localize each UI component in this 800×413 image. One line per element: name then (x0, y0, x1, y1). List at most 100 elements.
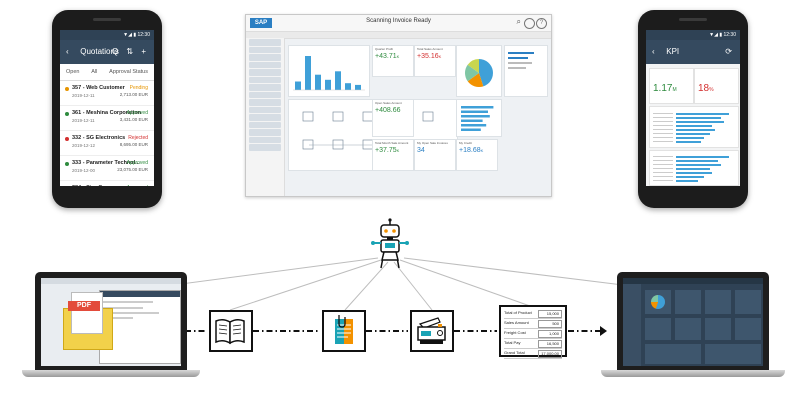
horizontal-bar (676, 176, 704, 178)
header-actions[interactable]: Q ⇅ + (111, 47, 149, 56)
invoice-row: Total of Product 15,000 (504, 310, 562, 319)
avatar[interactable] (524, 18, 535, 29)
phone-speaker (679, 18, 707, 21)
invoice-row-label: Sales Amount (504, 320, 529, 325)
left-laptop-base (22, 370, 200, 377)
sidebar-item[interactable] (249, 121, 281, 128)
bar-label-placeholder (653, 129, 673, 130)
shell-bar: SAP Scanning Invoice Ready ⌕ ? (246, 15, 551, 32)
sidebar-item[interactable] (249, 144, 281, 151)
horizontal-bar (461, 128, 481, 131)
navigation-sidebar (246, 38, 285, 196)
kpi-screen: ▼◢ ▮ 12:30 ‹ KPI ⟳ 1.17M 18% (646, 30, 740, 186)
sidebar-item[interactable] (249, 84, 281, 91)
laptop-shell-bar (623, 278, 763, 284)
kpi-tile-left[interactable]: 1.17M (649, 68, 694, 104)
sidebar-item[interactable] (249, 106, 281, 113)
right-phone: ▼◢ ▮ 12:30 ‹ KPI ⟳ 1.17M 18% (638, 10, 748, 208)
robot-icon (371, 218, 409, 269)
kpi-value: +35.16K (415, 52, 455, 61)
sidebar-item[interactable] (249, 136, 281, 143)
sidebar-item[interactable] (249, 39, 281, 46)
sidebar-item[interactable] (249, 76, 281, 83)
kpi-number: +43.71 (375, 53, 397, 60)
quotation-date: 2019-12-11 (72, 118, 95, 123)
toolbar (246, 32, 551, 39)
bar-label-placeholder (653, 117, 673, 118)
kpi-number: +35.16 (417, 53, 439, 60)
kpi-card[interactable]: Total Sales Amount+35.16K (414, 45, 456, 77)
horizontal-bar (676, 129, 716, 131)
laptop-tile (675, 318, 701, 340)
right-laptop (617, 272, 769, 370)
bar-chart-card[interactable] (288, 45, 370, 97)
help-icon[interactable]: ? (536, 18, 547, 29)
laptop-tile (645, 318, 671, 340)
sidebar-item[interactable] (249, 129, 281, 136)
kpi-label: Total Month Sale Amount (375, 141, 409, 145)
kpi-card[interactable]: My Credit+18.68K (456, 139, 498, 171)
back-arrow-icon[interactable]: ‹ (66, 47, 69, 56)
sidebar-item[interactable] (249, 114, 281, 121)
horizontal-bar-chart (650, 151, 738, 185)
quotations-screen: ▼◢ ▮ 12:30 ‹ Quotations Q ⇅ + Open All A… (60, 30, 154, 186)
sidebar-item[interactable] (249, 69, 281, 76)
quotation-status: Pending (129, 85, 148, 91)
quotation-title: 333 - Parameter Technol... (72, 160, 140, 166)
horizontal-bar (676, 141, 702, 143)
pie-slice (479, 59, 493, 87)
invoice-row-value: 15,000 (538, 310, 562, 318)
attached-document-icon (335, 315, 353, 344)
sidebar-item[interactable] (249, 99, 281, 106)
tab-approval-status[interactable]: Approval Status (109, 69, 148, 75)
bar (345, 83, 351, 90)
kpi-card[interactable]: Open Sales Amount+408.66 (372, 99, 414, 137)
pdf-file-icon[interactable]: PDF (68, 292, 103, 334)
quotation-amount: 23,075.00 EUR (117, 167, 148, 172)
pie-slice (467, 73, 484, 87)
app-bar: ‹ Quotations Q ⇅ + (60, 40, 154, 64)
refresh-icon[interactable]: ⟳ (725, 47, 735, 56)
quotation-date: 2019-12-00 (72, 168, 96, 173)
kpi-card[interactable]: Total Month Sale Amount+37.75K (372, 139, 414, 171)
invoice-row-label: Total of Product (504, 310, 532, 315)
search-icon[interactable]: ⌕ (516, 17, 521, 26)
tab-all[interactable]: All (91, 69, 98, 75)
back-arrow-icon[interactable]: ‹ (652, 47, 655, 56)
sidebar-item[interactable] (249, 91, 281, 98)
tab-open[interactable]: Open (66, 69, 80, 75)
horizontal-bar (676, 117, 721, 119)
sidebar-item[interactable] (249, 61, 281, 68)
laptop-screen: PDF (41, 278, 181, 366)
kpi-value: +408.66 (373, 106, 413, 115)
sidebar-item[interactable] (249, 46, 281, 53)
kpi-tile-header (695, 69, 738, 77)
pie-chart-card[interactable] (456, 45, 502, 97)
kpi-card[interactable]: Quarter Profit+43.71K (372, 45, 414, 77)
process-node (422, 111, 434, 122)
laptop-tile (735, 318, 761, 340)
chart-card-bottom[interactable] (649, 150, 739, 186)
bar-label-placeholder (653, 156, 673, 157)
sidebar-item[interactable] (249, 54, 281, 61)
kpi-tile-right[interactable]: 18% (694, 68, 739, 104)
horizontal-bar-chart (461, 106, 494, 131)
kpi-number: 34 (417, 147, 425, 154)
bar-label-placeholder (653, 176, 673, 177)
horizontal-bar (676, 168, 710, 170)
step-scanner (410, 310, 454, 352)
info-card[interactable] (504, 45, 548, 97)
quotation-row[interactable]: 384 - Star Company2019-12-00Approved16,5… (60, 181, 154, 186)
horizontal-bar-card[interactable] (456, 99, 502, 137)
bar-label-placeholder (653, 141, 673, 142)
chart-card-top[interactable] (649, 106, 739, 148)
quotation-date: 2019-12-12 (72, 143, 96, 148)
